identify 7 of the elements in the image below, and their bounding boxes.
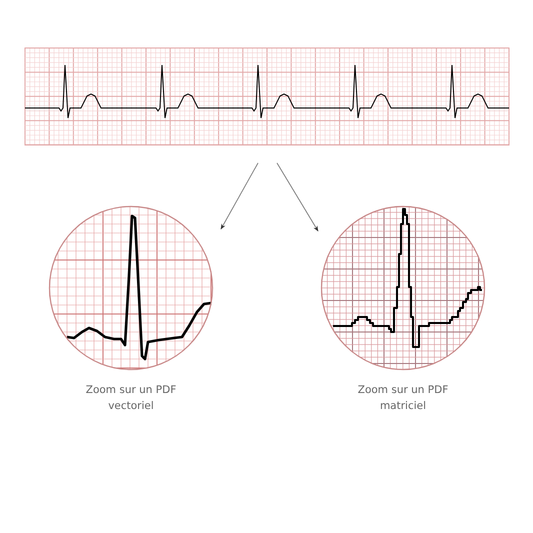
node-label: Zoom sur un PDF vectoriel	[84, 383, 178, 414]
magnified-ecg-drawing	[321, 206, 485, 370]
node-label: Zoom sur un PDF matriciel	[356, 383, 450, 414]
magnified-ecg-drawing	[49, 206, 213, 370]
arrow	[276, 162, 318, 232]
ecg-strip-drawing	[25, 48, 509, 145]
arrow	[220, 162, 258, 230]
